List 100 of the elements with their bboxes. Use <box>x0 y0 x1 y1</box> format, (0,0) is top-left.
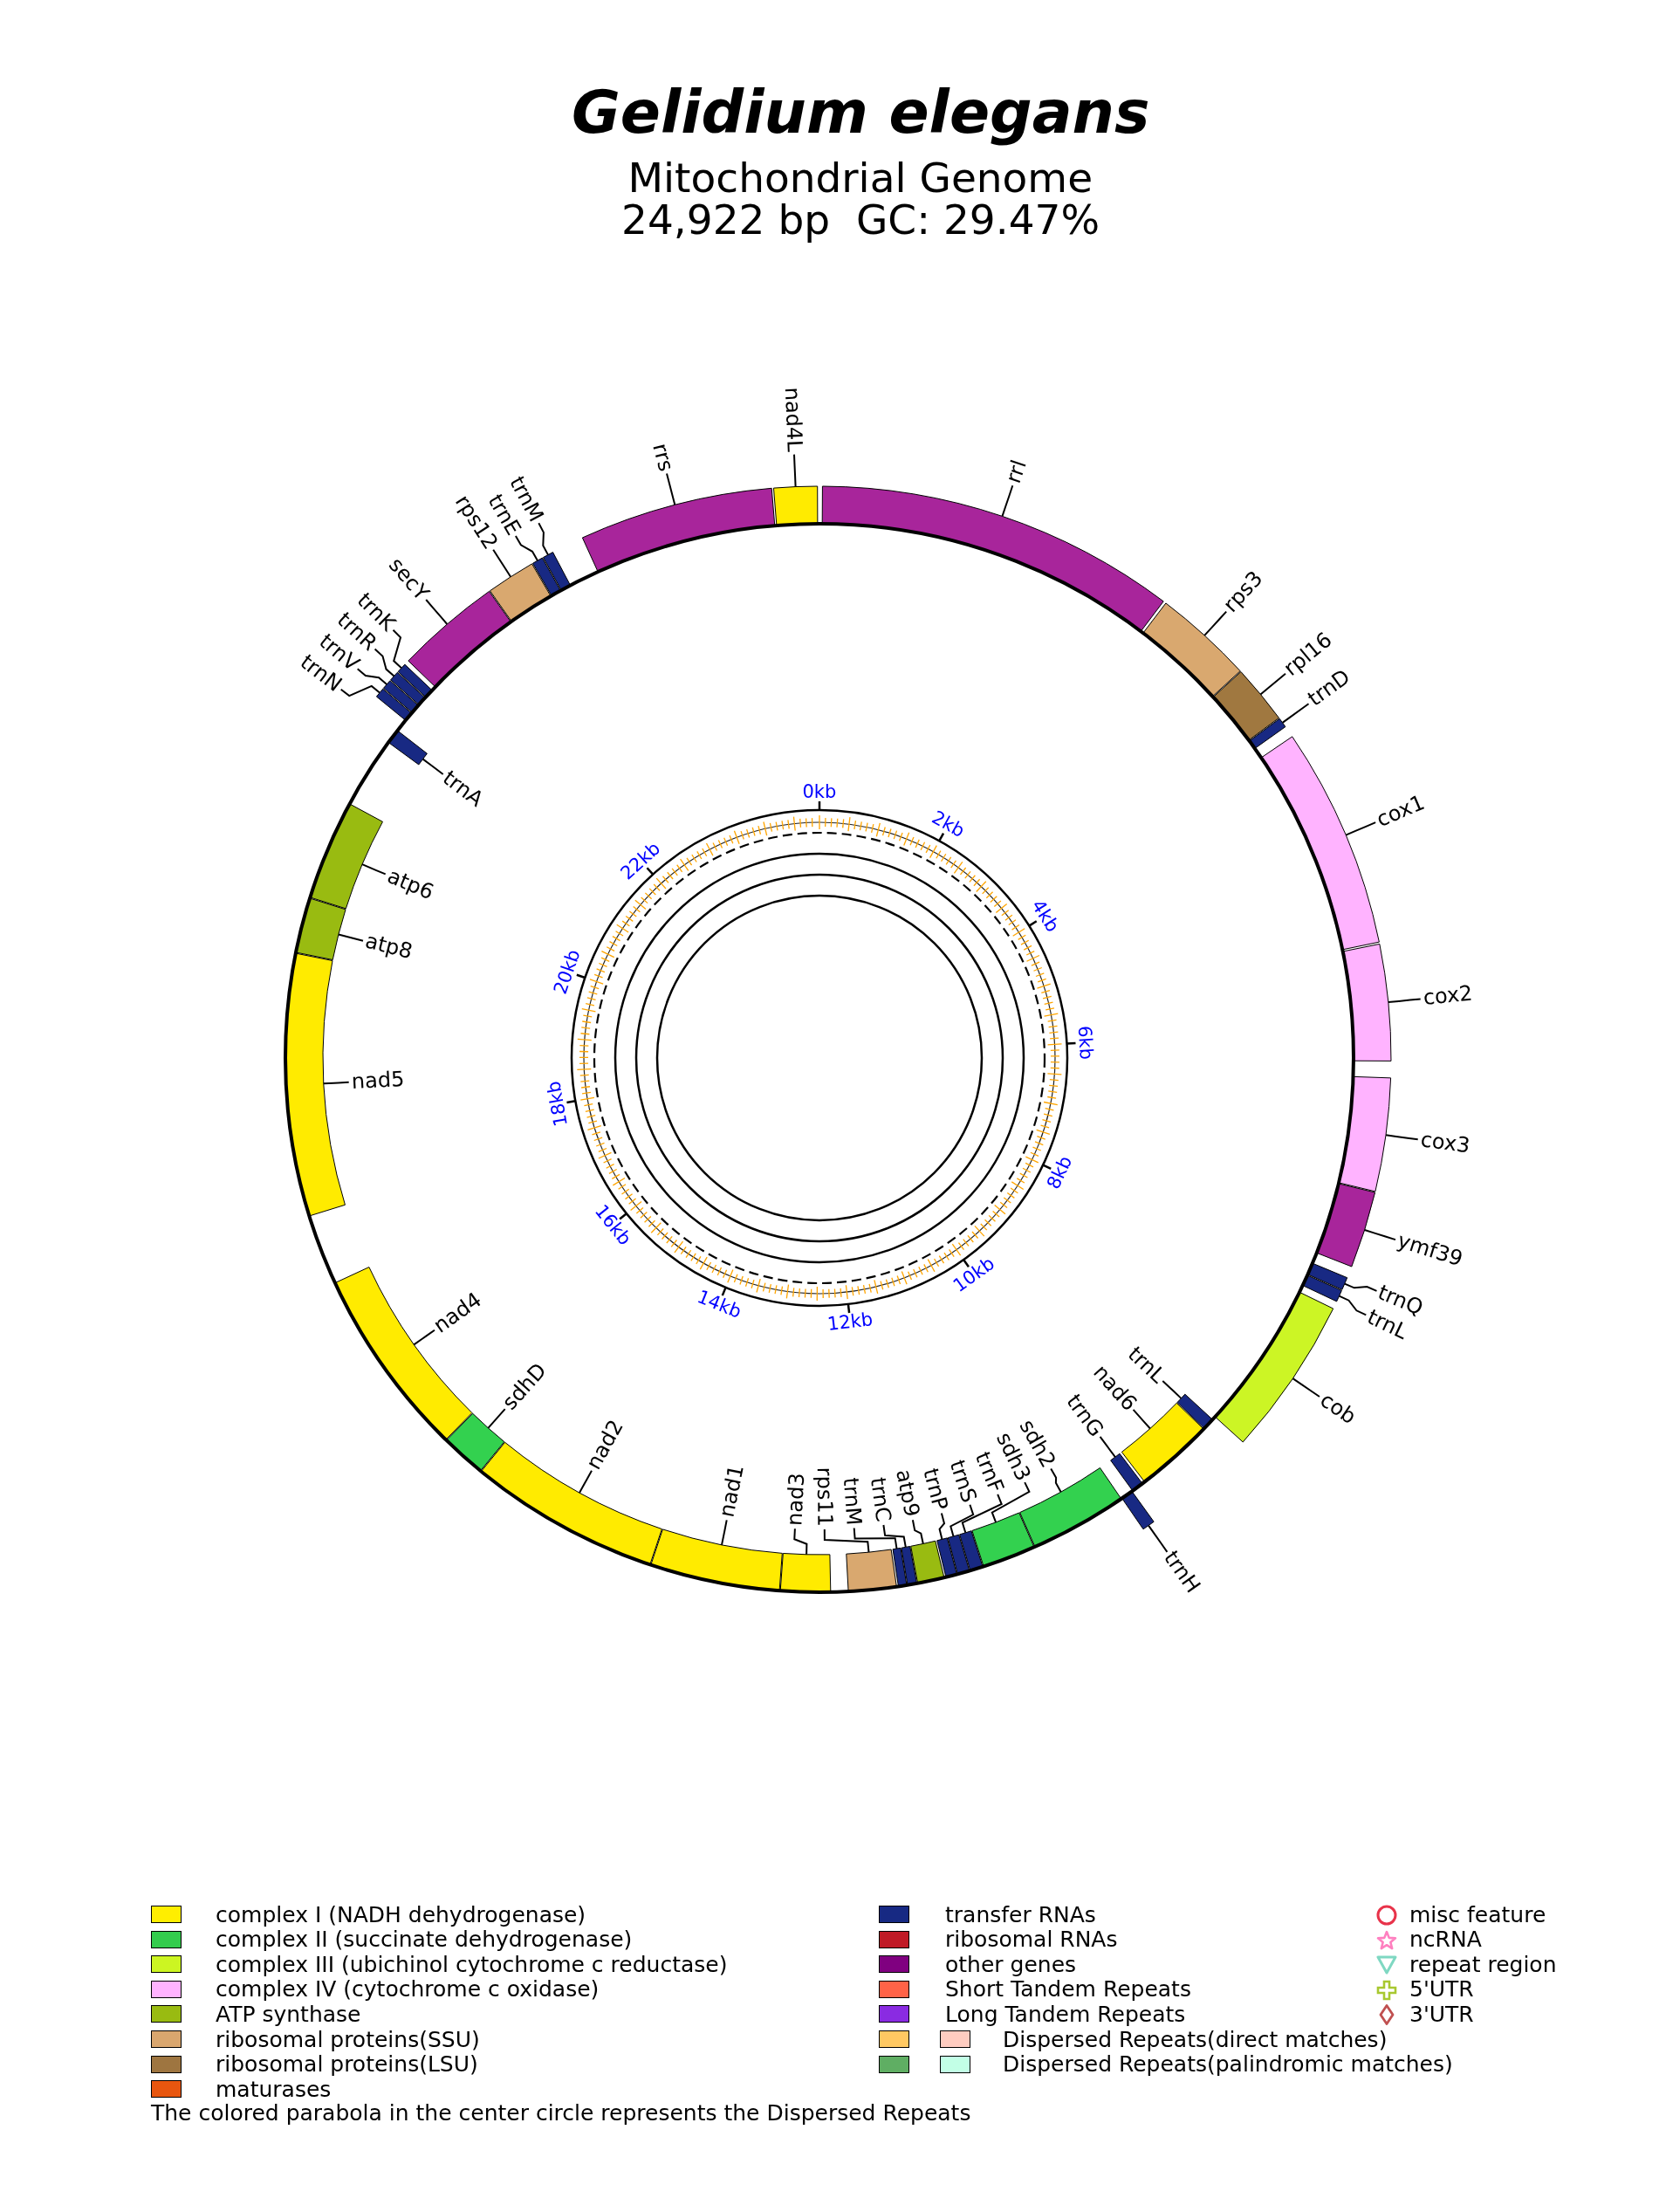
leader-line <box>1292 1377 1320 1398</box>
leader-line <box>1363 1229 1396 1241</box>
legend-label: repeat region <box>1409 1952 1557 1978</box>
leader-line <box>1099 1435 1116 1459</box>
leader-line <box>492 548 512 578</box>
leader-line <box>413 1329 435 1346</box>
gene-block <box>892 1547 908 1587</box>
leader-line <box>882 1524 907 1549</box>
footnote: The colored parabola in the center circle represents the Dispersed Repeats <box>151 2100 971 2126</box>
legend-label: ATP synthase <box>216 2002 361 2028</box>
gene-label: cox3 <box>1418 1127 1471 1158</box>
gene-block <box>1307 1262 1348 1290</box>
gene-block <box>1212 671 1280 741</box>
scale-label: 12kb <box>826 1310 874 1335</box>
gene-block <box>1260 736 1380 951</box>
gene-block <box>772 485 819 526</box>
leader-line <box>1203 610 1228 636</box>
leader-line <box>1148 1524 1169 1553</box>
gene-block <box>532 557 561 597</box>
leader-line <box>949 1503 975 1537</box>
gene-block <box>581 487 776 573</box>
gene-label: atp6 <box>383 863 437 905</box>
gene-label: cob <box>1314 1388 1360 1430</box>
legend-label: transfer RNAs <box>945 1902 1096 1928</box>
leader-line <box>487 1408 506 1429</box>
title: Gelidium elegans <box>572 79 1150 148</box>
legend-label: Dispersed Repeats(direct matches) <box>1003 2027 1388 2053</box>
leader-line <box>1387 998 1422 1004</box>
leader-line <box>793 453 797 488</box>
leader-line <box>823 1528 870 1554</box>
leader-line <box>1338 1295 1368 1316</box>
gene-block <box>821 485 1164 632</box>
leader-line <box>1343 1282 1378 1292</box>
gene-label: ymf39 <box>1394 1228 1465 1272</box>
gene-block <box>1110 1453 1143 1492</box>
gene-block <box>382 680 419 713</box>
legend-label: complex II (succinate dehydrogenase) <box>216 1927 633 1953</box>
leader-line <box>1050 1467 1062 1494</box>
leader-line <box>911 1519 924 1545</box>
legend-label: Long Tandem Repeats <box>945 2002 1186 2028</box>
scale-label: 18kb <box>544 1080 571 1129</box>
gene-label: trnM <box>838 1476 867 1527</box>
gene-block <box>375 688 413 721</box>
gene-block <box>1176 1393 1213 1429</box>
legend-label: Short Tandem Repeats <box>945 1977 1191 2003</box>
legend-label: Dispersed Repeats(palindromic matches) <box>1003 2052 1453 2078</box>
gene-label: cox2 <box>1422 981 1474 1011</box>
leader-line <box>938 1512 946 1541</box>
leader-line <box>322 1081 350 1085</box>
gene-label: nad1 <box>715 1463 750 1520</box>
scale-label: 0kb <box>802 782 837 801</box>
gene-block <box>1316 1183 1376 1267</box>
gene-block <box>971 1512 1035 1567</box>
gene-block <box>846 1549 897 1592</box>
gene-label: trnC <box>865 1476 895 1524</box>
gene-label: cox1 <box>1373 791 1429 833</box>
leader-line <box>356 668 388 685</box>
gene-label: nad4L <box>779 386 806 452</box>
gene-block <box>910 1540 945 1584</box>
legend-label: other genes <box>945 1952 1077 1978</box>
leader-line <box>579 1469 593 1494</box>
leader-line <box>538 522 549 556</box>
gene-label: rrs <box>647 440 678 474</box>
gene-label: atp8 <box>362 929 415 965</box>
legend-label: 3'UTR <box>1409 2002 1474 2028</box>
leader-line <box>1259 672 1286 696</box>
leader-line <box>339 684 380 697</box>
leader-line <box>425 599 449 625</box>
legend-label: misc feature <box>1409 1902 1546 1928</box>
scale-label: 6kb <box>1074 1025 1095 1061</box>
gene-block <box>1338 1075 1392 1192</box>
leader-line <box>1345 821 1377 836</box>
scale-label: 2kb <box>929 808 968 842</box>
gene-label: nad2 <box>582 1416 629 1474</box>
legend-label: ribosomal RNAs <box>945 1927 1118 1953</box>
gene-block <box>1302 1274 1342 1302</box>
legend-label: complex III (ubichinol cytochrome c reductase) <box>216 1952 728 1978</box>
legend-label: ribosomal proteins(LSU) <box>216 2052 478 2078</box>
gene-block <box>1342 943 1392 1061</box>
gene-block <box>936 1537 957 1578</box>
gene-block <box>1121 1490 1155 1530</box>
legend-label: 5'UTR <box>1409 1977 1474 2003</box>
gene-block <box>959 1530 984 1571</box>
scale-label: 8kb <box>1044 1153 1075 1192</box>
leader-line <box>361 863 387 876</box>
legend-label: ncRNA <box>1409 1927 1482 1953</box>
leader-line <box>1132 1408 1151 1430</box>
leader-line <box>666 472 676 506</box>
leader-line <box>1281 703 1310 724</box>
scale-label: 20kb <box>552 947 584 997</box>
scale-label: 4kb <box>1027 896 1062 936</box>
gene-label: nad5 <box>351 1067 405 1095</box>
gene-label: rrl <box>1002 457 1032 487</box>
leader-line <box>1162 1380 1183 1399</box>
legend-label: complex I (NADH dehydrogenase) <box>216 1902 586 1928</box>
gene-label: rps11 <box>812 1467 837 1528</box>
leader-line <box>793 1528 808 1556</box>
gene-block <box>1249 718 1286 749</box>
gene-block <box>285 952 346 1217</box>
leader-line <box>422 758 444 775</box>
